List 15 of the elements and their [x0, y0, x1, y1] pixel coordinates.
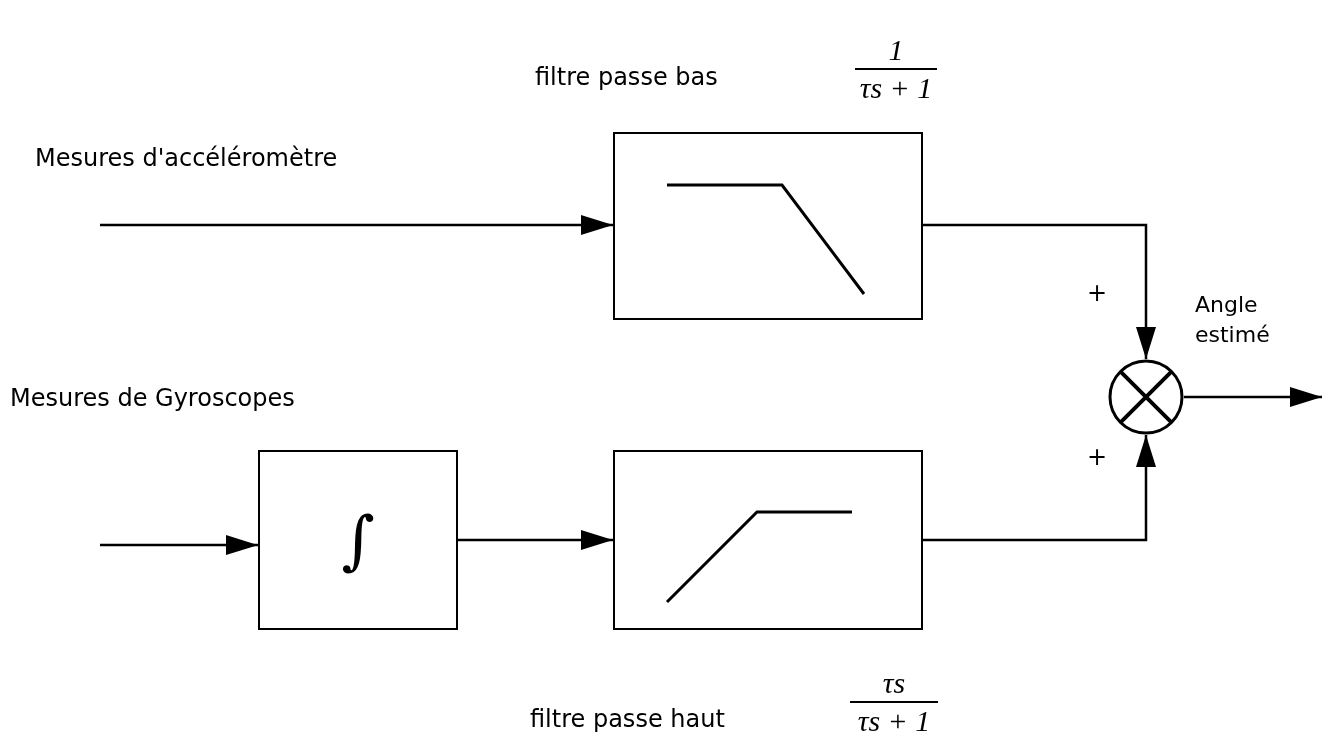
- arrow: [923, 435, 1156, 542]
- integrator-box: [258, 450, 458, 630]
- arrow: [458, 530, 613, 550]
- fraction-denominator: τs + 1: [857, 705, 931, 737]
- fraction-numerator: τs: [882, 667, 906, 699]
- arrow: [100, 215, 613, 235]
- integral-symbol: ∫: [341, 508, 375, 572]
- fraction-denominator: τs + 1: [859, 72, 933, 104]
- filter-label: filtre passe bas: [535, 62, 718, 92]
- arrow: [1184, 387, 1322, 407]
- arrow: [923, 223, 1156, 359]
- fraction-numerator: 1: [888, 34, 904, 66]
- filter-label: filtre passe haut: [530, 704, 725, 734]
- arrow: [100, 535, 258, 555]
- summing-junction: [1108, 359, 1184, 435]
